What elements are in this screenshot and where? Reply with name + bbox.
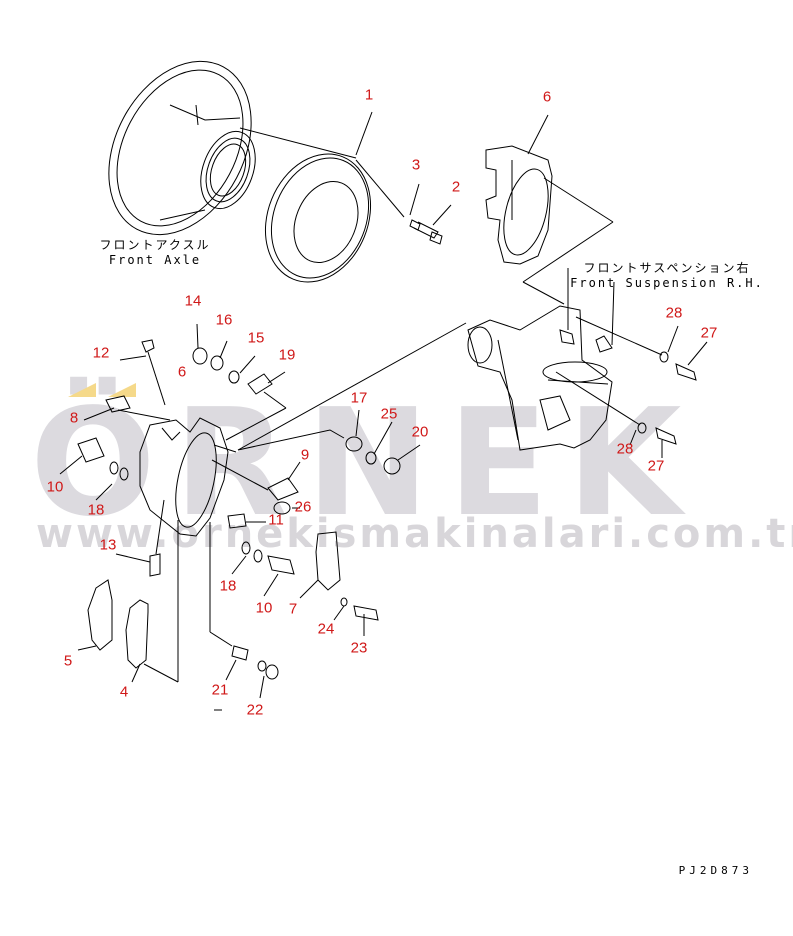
callout-part-11[interactable]: 11 [268, 511, 284, 529]
callout-part-10[interactable]: 10 [255, 599, 273, 617]
callout-part-18[interactable]: 18 [87, 501, 105, 519]
callout-part-22[interactable]: 22 [246, 701, 264, 719]
callout-part-17[interactable]: 17 [350, 389, 368, 407]
callout-part-19[interactable]: 19 [278, 346, 296, 364]
caption-front-suspension-jp: フロントサスペンション右 [583, 261, 751, 275]
watermark-accent-icon [68, 383, 96, 397]
callout-part-2[interactable]: 2 [451, 178, 461, 196]
front-axle-hub [108, 60, 256, 236]
callout-part-6[interactable]: 6 [177, 363, 187, 381]
brake-caliper-lower [139, 417, 229, 537]
callout-part-27[interactable]: 27 [700, 324, 718, 342]
callout-part-1[interactable]: 1 [364, 86, 374, 104]
callout-part-28[interactable]: 28 [665, 304, 683, 322]
callout-part-5[interactable]: 5 [63, 652, 73, 670]
callout-part-7[interactable]: 7 [288, 600, 298, 618]
caption-front-axle-en: Front Axle [108, 253, 202, 267]
front-suspension-bracket [467, 305, 613, 451]
callout-part-26[interactable]: 26 [294, 498, 312, 516]
caption-front-axle-jp: フロントアクスル [99, 238, 211, 252]
callout-part-10[interactable]: 10 [46, 478, 64, 496]
brake-disc [264, 153, 372, 283]
callout-part-13[interactable]: 13 [99, 536, 117, 554]
callout-part-25[interactable]: 25 [380, 405, 398, 423]
callout-part-23[interactable]: 23 [350, 639, 368, 657]
callout-part-24[interactable]: 24 [317, 620, 335, 638]
callout-part-8[interactable]: 8 [69, 409, 79, 427]
callout-part-20[interactable]: 20 [411, 423, 429, 441]
callout-part-28[interactable]: 28 [616, 440, 634, 458]
brake-caliper-upper [485, 145, 553, 265]
callout-part-6[interactable]: 6 [542, 88, 552, 106]
callout-part-15[interactable]: 15 [247, 329, 265, 347]
callout-part-3[interactable]: 3 [411, 156, 421, 174]
callout-part-27[interactable]: 27 [647, 457, 665, 475]
callout-part-12[interactable]: 12 [92, 344, 110, 362]
callout-part-4[interactable]: 4 [119, 683, 129, 701]
callout-part-14[interactable]: 14 [184, 292, 202, 310]
caption-front-suspension-en: Front Suspension R.H. [570, 276, 764, 290]
caption-front-axle: フロントアクスル Front Axle [99, 238, 210, 268]
caption-front-suspension: フロントサスペンション右 Front Suspension R.H. [570, 261, 764, 291]
callout-part-18[interactable]: 18 [219, 577, 237, 595]
drawing-code: PJ2D873 [678, 864, 753, 877]
watermark-brand: ÖRNEK [30, 377, 700, 549]
callout-part-21[interactable]: 21 [211, 681, 229, 699]
callout-part-16[interactable]: 16 [215, 311, 233, 329]
callout-part-9[interactable]: 9 [300, 446, 310, 464]
